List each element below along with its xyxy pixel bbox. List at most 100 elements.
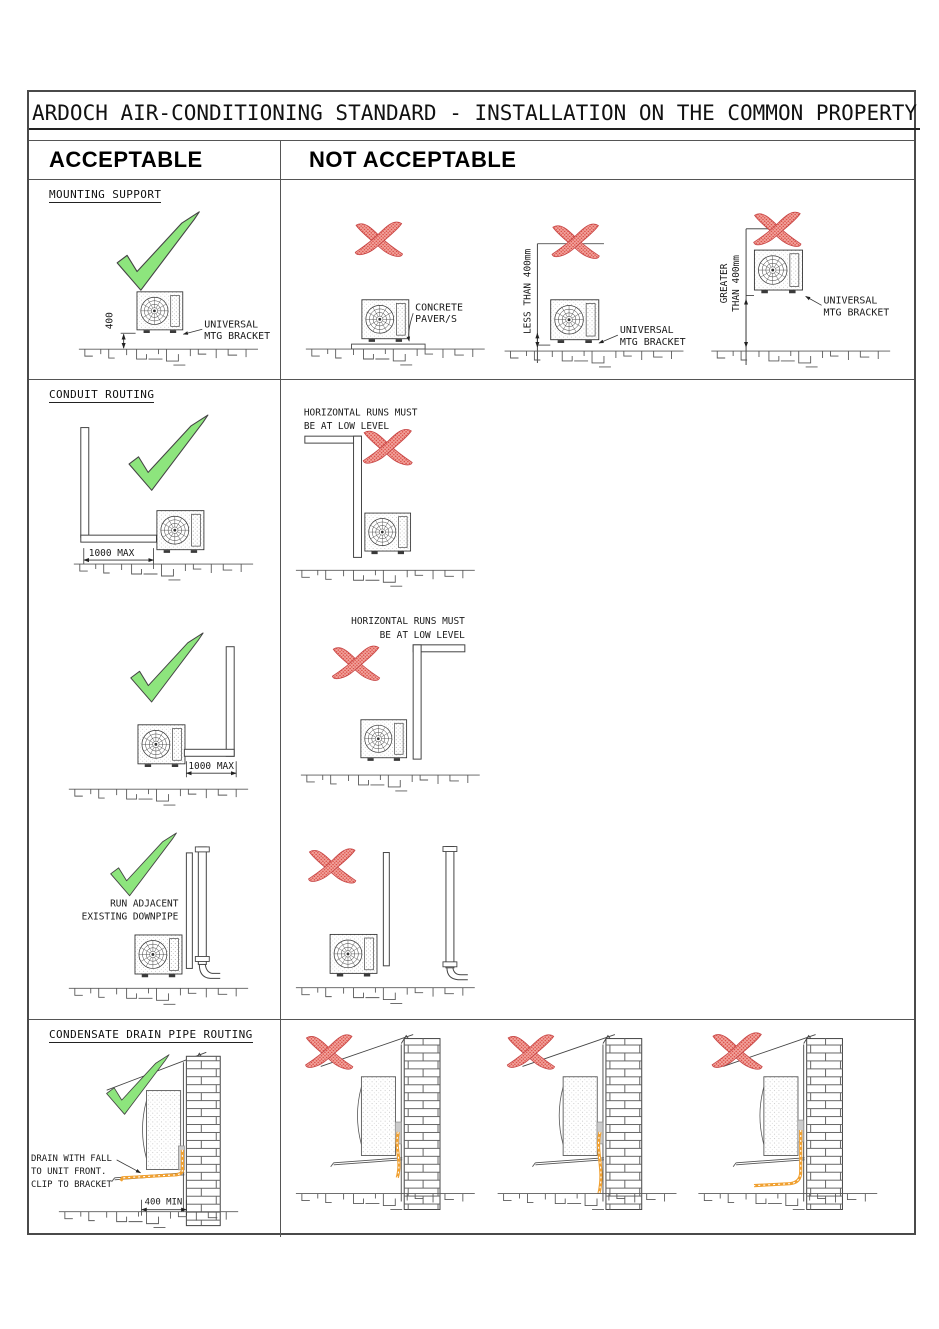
not-acceptable-header: NOT ACCEPTABLE (309, 147, 517, 172)
ground-hatch (497, 1193, 677, 1210)
cross-icon (506, 1034, 555, 1070)
paver-label-1: CONCRETE (415, 302, 463, 313)
bracket-label-2: MTG BRACKET (204, 331, 270, 342)
ac-unit (361, 299, 410, 343)
bracket-label-1: UNIVERSAL (620, 325, 674, 336)
ground-hatch (68, 788, 249, 806)
horizontal-note-2: BE AT LOW LEVEL (304, 421, 390, 432)
paver-label-2: PAVER/S (415, 314, 457, 325)
column-header-row: ACCEPTABLE NOT ACCEPTABLE (29, 141, 914, 180)
ac-unit-side (142, 1090, 182, 1170)
conduit-acceptable-diagrams: 1000 MAX 1000 MAX (68, 414, 254, 1005)
diagram-drain-to-ground (497, 1034, 677, 1210)
ac-unit (360, 719, 408, 762)
ground-hatch (710, 350, 891, 368)
diagram-concrete-paver: CONCRETE PAVER/S (305, 221, 486, 366)
bracket-label-1: UNIVERSAL (204, 319, 258, 330)
dim-400-label: 400 (105, 312, 116, 329)
cross-icon (753, 211, 802, 247)
horizontal-note-1: HORIZONTAL RUNS MUST (304, 407, 418, 418)
mounting-support-row: MOUNTING SUPPORT 400 UNIVERSAL MTG BRACK… (29, 180, 914, 380)
check-icon (110, 832, 177, 897)
horizontal-note-1: HORIZONTAL RUNS MUST (351, 616, 465, 627)
mounting-not-acceptable-diagrams: CONCRETE PAVER/S LESS THAN 400mm (305, 211, 891, 368)
diagram-low-run-right: 1000 MAX (68, 632, 249, 806)
greater-than-label-1: GREATER (719, 263, 730, 303)
mounting-not-acceptable-cell: CONCRETE PAVER/S LESS THAN 400mm (281, 180, 914, 379)
ground-hatch (73, 563, 254, 581)
cross-icon (551, 223, 600, 259)
conduit-not-acceptable-cell: HORIZONTAL RUNS MUST BE AT LOW LEVEL HOR… (281, 380, 914, 1019)
adjacent-note-1: RUN ADJACENT (110, 899, 179, 910)
check-icon (116, 211, 200, 291)
check-icon (128, 414, 209, 491)
document-table-frame: ARDOCH AIR-CONDITIONING STANDARD - INSTA… (27, 90, 921, 1237)
bracket-label-1: UNIVERSAL (824, 295, 878, 306)
ac-unit (329, 933, 378, 977)
diagram-greater-than-400: GREATER THAN 400mm UNIVERSAL MTG BRACKET (710, 211, 891, 368)
dim-400-min: 400 MIN (145, 1198, 183, 1208)
dim-1000-max: 1000 MAX (89, 548, 135, 559)
cross-icon (711, 1032, 763, 1070)
cross-icon (305, 1034, 354, 1070)
cross-icon (308, 848, 357, 884)
ground-hatch (300, 774, 481, 792)
ground-hatch (305, 348, 486, 366)
ac-unit (550, 299, 600, 344)
condensate-heading: CONDENSATE DRAIN PIPE ROUTING (49, 1028, 253, 1043)
ac-unit (753, 249, 803, 294)
drain-note-2: TO UNIT FRONT. (31, 1167, 106, 1177)
drain-note-3: CLIP TO BRACKET (31, 1180, 112, 1190)
bracket-label-2: MTG BRACKET (620, 337, 686, 348)
ac-unit (156, 510, 205, 554)
diagram-low-run-left: 1000 MAX (73, 414, 254, 581)
ac-unit-side (759, 1076, 799, 1156)
diagram-drain-along-ground (697, 1032, 878, 1210)
diagram-drain-hanging (295, 1034, 476, 1210)
conduit-not-acceptable-diagrams: HORIZONTAL RUNS MUST BE AT LOW LEVEL HOR… (295, 407, 481, 1005)
condensate-acceptable-diagram: DRAIN WITH FALL TO UNIT FRONT. CLIP TO B… (31, 1051, 239, 1229)
acceptable-header-cell: ACCEPTABLE (29, 141, 281, 179)
conduit-acceptable-cell: CONDUIT ROUTING 1000 MAX (29, 380, 281, 1019)
acceptable-header: ACCEPTABLE (49, 147, 203, 172)
check-icon (130, 632, 204, 703)
ground-hatch (295, 569, 476, 587)
diagram-conduit-not-adjacent (295, 846, 476, 1005)
ac-unit-side (357, 1076, 396, 1156)
title-row: ARDOCH AIR-CONDITIONING STANDARD - INSTA… (29, 92, 921, 141)
dim-1000-max: 1000 MAX (188, 761, 234, 772)
diagram-high-run-right: HORIZONTAL RUNS MUST BE AT LOW LEVEL (300, 616, 481, 792)
not-acceptable-header-cell: NOT ACCEPTABLE (281, 141, 914, 179)
diagram-less-than-400: LESS THAN 400mm UNIVERSAL MTG BRACKET (504, 223, 686, 368)
ground-hatch (697, 1193, 878, 1210)
condensate-not-acceptable-diagrams (295, 1032, 878, 1210)
condensate-not-acceptable-cell (281, 1020, 914, 1237)
ground-hatch (78, 348, 259, 366)
mounting-heading: MOUNTING SUPPORT (49, 188, 162, 203)
condensate-acceptable-cell: CONDENSATE DRAIN PIPE ROUTING DRAIN WITH… (29, 1020, 281, 1237)
ac-unit (364, 512, 412, 555)
ac-unit (137, 724, 186, 768)
ac-unit-side (558, 1076, 598, 1156)
cross-icon (331, 645, 381, 681)
ground-hatch (295, 987, 476, 1005)
ground-hatch (68, 987, 249, 1005)
cross-icon (354, 221, 403, 257)
conduit-routing-row: CONDUIT ROUTING 1000 MAX (29, 380, 914, 1020)
bracket-label-2: MTG BRACKET (824, 307, 890, 318)
cross-icon (362, 428, 413, 466)
ac-unit (134, 934, 183, 978)
adjacent-note-2: EXISTING DOWNPIPE (82, 912, 179, 923)
horizontal-note-2: BE AT LOW LEVEL (380, 630, 466, 641)
ground-hatch (295, 1193, 476, 1210)
conduit-heading: CONDUIT ROUTING (49, 388, 155, 403)
greater-than-label-2: THAN 400mm (731, 255, 742, 312)
mounting-acceptable-diagram: 400 UNIVERSAL MTG BRACKET (78, 211, 270, 366)
drain-note-1: DRAIN WITH FALL (31, 1154, 112, 1164)
mounting-acceptable-cell: MOUNTING SUPPORT 400 UNIVERSAL MTG BRACK… (29, 180, 281, 379)
condensate-row: CONDENSATE DRAIN PIPE ROUTING DRAIN WITH… (29, 1020, 914, 1237)
ground-hatch (504, 350, 684, 368)
diagram-adjacent-downpipe: RUN ADJACENT EXISTING DOWNPIPE (68, 832, 249, 1005)
diagram-high-run-left: HORIZONTAL RUNS MUST BE AT LOW LEVEL (295, 407, 476, 587)
